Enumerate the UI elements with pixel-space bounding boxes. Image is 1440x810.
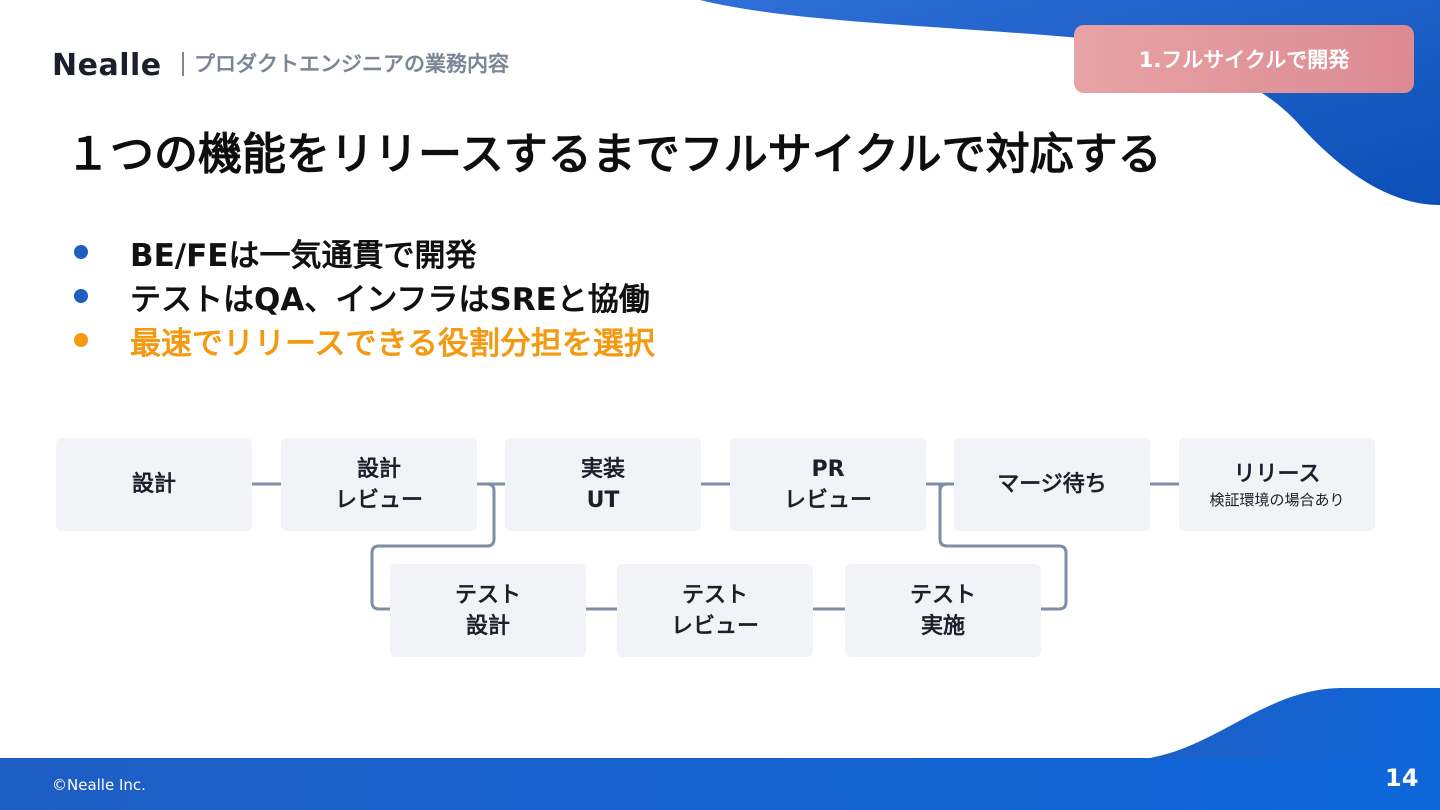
company-logo: Nealle bbox=[52, 48, 162, 83]
slide-title: １つの機能をリリースするまでフルサイクルで対応する bbox=[66, 129, 1162, 180]
node-label: テスト bbox=[454, 582, 521, 608]
node-label: レビュー bbox=[783, 487, 872, 513]
bullet-text: 最速でリリースできる役割分担を選択 bbox=[130, 325, 655, 362]
node-label: レビュー bbox=[670, 613, 759, 639]
node-label: レビュー bbox=[334, 487, 423, 513]
section-subtitle: プロダクトエンジニアの業務内容 bbox=[182, 52, 509, 76]
node-label: マージ待ち bbox=[997, 472, 1107, 497]
footer-copyright: ©Nealle Inc. bbox=[52, 776, 146, 794]
flow-node-implementation: 実装 UT bbox=[505, 438, 701, 531]
bullet-item: テストはQA、インフラはSREと協働 bbox=[74, 274, 655, 318]
bullet-list: BE/FEは一気通貫で開発 テストはQA、インフラはSREと協働 最速でリリース… bbox=[74, 230, 655, 362]
node-label: UT bbox=[586, 487, 620, 513]
node-label: テスト bbox=[909, 582, 976, 608]
flow-node-merge-wait: マージ待ち bbox=[954, 438, 1150, 531]
node-label: 設計 bbox=[465, 613, 510, 639]
node-label: PR bbox=[811, 456, 845, 482]
bullet-item-highlight: 最速でリリースできる役割分担を選択 bbox=[74, 318, 655, 362]
bullet-text: BE/FEは一気通貫で開発 bbox=[130, 237, 477, 274]
flow-node-test-review: テスト レビュー bbox=[617, 564, 813, 657]
flow-node-test-design: テスト 設計 bbox=[390, 564, 586, 657]
node-label: 実施 bbox=[920, 613, 965, 639]
node-label: 設計 bbox=[131, 472, 176, 497]
bullet-dot-icon bbox=[74, 333, 88, 347]
bullet-dot-icon bbox=[74, 289, 88, 303]
flow-node-design: 設計 bbox=[56, 438, 252, 531]
flow-node-pr-review: PR レビュー bbox=[730, 438, 926, 531]
node-label: 実装 bbox=[580, 456, 625, 482]
node-sublabel: 検証環境の場合あり bbox=[1209, 491, 1345, 509]
flow-node-release: リリース 検証環境の場合あり bbox=[1179, 438, 1375, 531]
node-label: リリース bbox=[1233, 462, 1321, 487]
node-label: 設計 bbox=[356, 456, 401, 482]
flow-node-test-execution: テスト 実施 bbox=[845, 564, 1041, 657]
section-badge: 1.フルサイクルで開発 bbox=[1074, 25, 1414, 93]
bullet-item: BE/FEは一気通貫で開発 bbox=[74, 230, 655, 274]
page-number: 14 bbox=[1385, 764, 1419, 792]
bullet-dot-icon bbox=[74, 245, 88, 259]
flow-node-design-review: 設計 レビュー bbox=[281, 438, 477, 531]
bullet-text: テストはQA、インフラはSREと協働 bbox=[130, 281, 650, 318]
node-label: テスト bbox=[681, 582, 748, 608]
